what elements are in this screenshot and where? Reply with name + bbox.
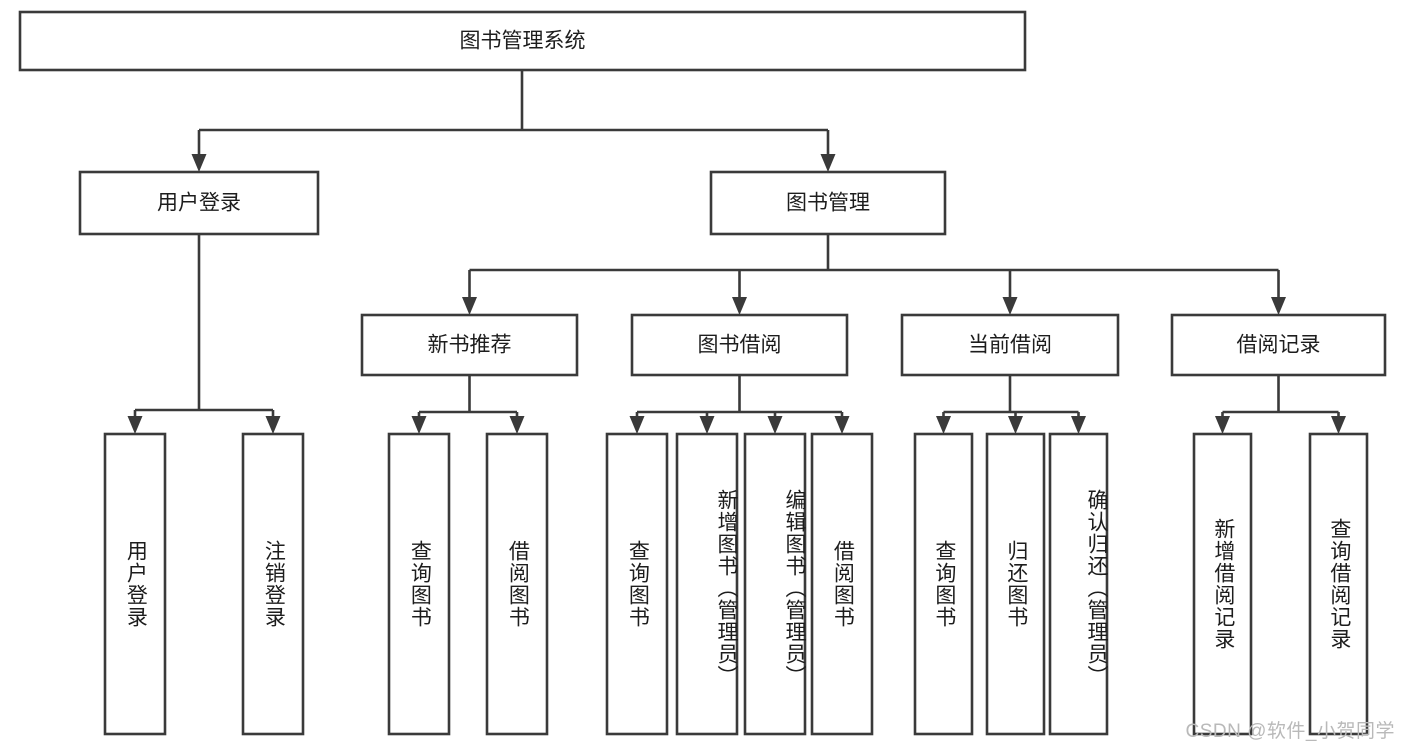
node-box-book-borrow[interactable] [630,313,849,377]
node-box-user-login[interactable] [78,170,320,236]
node-box-book-management[interactable] [709,170,947,236]
arrow-head [411,416,427,434]
arrow-head [629,416,645,434]
arrow-head [1071,416,1086,434]
node-box-leaf-query-borrow-record[interactable] [1308,432,1369,736]
arrow-head [1002,297,1018,315]
node-label-user-login: 用户登录 [157,192,241,215]
node-box-borrow-record[interactable] [1170,313,1387,377]
node-box-current-borrow[interactable] [900,313,1120,377]
node-box-leaf-add-borrow-record[interactable] [1192,432,1253,736]
arrow-head [767,416,783,434]
connector-layer [127,70,1346,434]
watermark: CSDN @软件_小贺同学 [1185,721,1395,742]
node-label-root: 图书管理系统 [460,30,586,53]
arrow-head [1271,297,1286,315]
arrow-head [191,154,207,172]
node-box-leaf-confirm-return[interactable] [1048,432,1109,736]
node-box-leaf-query-book-2[interactable] [605,432,669,736]
box-layer [18,10,1387,736]
arrow-head [127,416,143,434]
node-label-book-borrow: 图书借阅 [698,334,782,357]
arrow-head [265,416,281,434]
node-box-leaf-return-book[interactable] [985,432,1046,736]
arrow-head [732,297,747,315]
node-box-leaf-edit-book[interactable] [743,432,807,736]
arrow-head [936,416,951,434]
arrow-head [834,416,850,434]
node-box-leaf-query-book-1[interactable] [387,432,451,736]
node-box-leaf-user-login[interactable] [103,432,167,736]
node-box-leaf-query-book-3[interactable] [913,432,974,736]
arrow-head [699,416,715,434]
node-label-current-borrow: 当前借阅 [968,334,1052,357]
node-box-leaf-borrow-book-1[interactable] [485,432,549,736]
node-label-book-management: 图书管理 [786,192,870,215]
node-box-new-book-recommend[interactable] [360,313,579,377]
node-box-root[interactable] [18,10,1027,72]
node-label-new-book-recommend: 新书推荐 [428,334,512,357]
arrow-head [1331,416,1346,434]
node-box-leaf-borrow-book-2[interactable] [810,432,874,736]
node-box-leaf-logout[interactable] [241,432,305,736]
node-box-leaf-add-book[interactable] [675,432,739,736]
arrow-head [1215,416,1230,434]
arrow-head [462,297,477,315]
arrow-head [820,154,836,172]
node-label-borrow-record: 借阅记录 [1237,334,1321,357]
arrow-head [1008,416,1023,434]
arrow-head [509,416,525,434]
